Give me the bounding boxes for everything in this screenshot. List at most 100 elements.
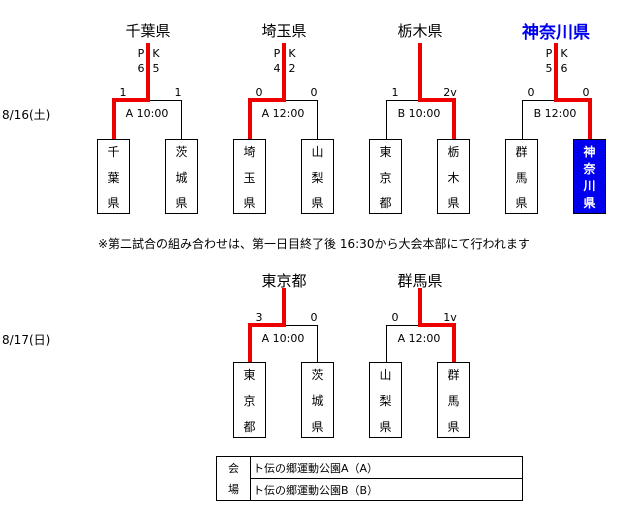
score-right: 1 — [174, 86, 182, 99]
court-time: B 10:00 — [397, 107, 441, 120]
team-box: 群 馬 県 — [437, 362, 470, 438]
bracket-line — [386, 325, 387, 362]
team-char: 都 — [243, 420, 256, 434]
day2-date: 8/17(日) — [2, 333, 51, 347]
notice-text: ※第二試合の組み合わせは、第一日目終了後 16:30から大会本部にて行われます — [98, 237, 530, 251]
winner-line — [248, 323, 252, 362]
winner-line — [248, 98, 252, 139]
bracket-line — [386, 100, 418, 101]
score-left: 0 — [255, 86, 263, 99]
team-char: 県 — [243, 196, 256, 210]
team-box: 東 京 都 — [369, 139, 402, 214]
score-left: 0 — [527, 86, 535, 99]
winner-line — [452, 98, 456, 139]
winner-line — [588, 98, 592, 139]
winner-line — [112, 98, 116, 139]
winner-line — [554, 98, 592, 102]
pk-score-left: 4 — [273, 62, 281, 75]
team-char: 茨 — [175, 145, 188, 159]
score-right: 0 — [582, 86, 590, 99]
venue-cell: ト伝の郷運動公園A（A） — [250, 456, 523, 479]
venue-label-top: 会 — [216, 456, 251, 479]
team-box: 山 梨 県 — [301, 139, 334, 214]
bracket-line — [317, 325, 318, 362]
table-row: 場 ト伝の郷運動公園B（B） — [216, 478, 523, 501]
court-time: A 10:00 — [261, 332, 305, 345]
team-char: 城 — [311, 394, 324, 408]
team-char: 県 — [311, 420, 324, 434]
bracket-line — [522, 100, 523, 139]
team-char: 県 — [311, 196, 324, 210]
bracket-line — [386, 100, 387, 139]
winner-line — [146, 43, 150, 102]
team-char: 京 — [379, 170, 392, 185]
bracket-line — [181, 100, 182, 139]
winner-line — [418, 43, 422, 102]
score-left: 3 — [255, 311, 263, 324]
match-winner: 埼玉県 — [261, 22, 307, 40]
score-left: 1 — [391, 86, 399, 99]
court-time: B 12:00 — [533, 107, 577, 120]
match-winner-highlight: 神奈川県 — [522, 23, 590, 43]
pk-label-right: K — [288, 47, 296, 60]
team-box-highlight: 神 奈 川 県 — [573, 139, 606, 214]
team-box: 東 京 都 — [233, 362, 266, 438]
team-box: 埼 玉 県 — [233, 139, 266, 214]
court-time: A 12:00 — [261, 107, 305, 120]
team-char: 山 — [311, 145, 324, 159]
pk-label-left: P — [273, 47, 281, 60]
team-box: 栃 木 県 — [437, 139, 470, 214]
winner-line — [554, 43, 558, 102]
pk-score-left: 5 — [545, 62, 553, 75]
team-char: 山 — [379, 368, 392, 382]
pk-score-right: 2 — [288, 62, 296, 75]
winner-line — [282, 288, 286, 327]
team-char: 梨 — [379, 394, 392, 408]
bracket-line — [286, 325, 318, 326]
team-char: 県 — [447, 196, 460, 210]
winner-line — [452, 323, 456, 362]
venue-label-bottom: 場 — [216, 478, 251, 501]
team-box: 千 葉 県 — [97, 139, 130, 214]
match-winner: 群馬県 — [397, 272, 443, 290]
score-right: 0 — [310, 311, 318, 324]
court-time: A 12:00 — [397, 332, 441, 345]
pk-score-right: 5 — [152, 62, 160, 75]
team-char: 梨 — [311, 170, 324, 185]
score-right: 1v — [443, 311, 457, 324]
team-char: 県 — [107, 196, 120, 210]
winner-line — [418, 323, 456, 327]
team-char: 川 — [583, 179, 596, 193]
team-box: 茨 城 県 — [165, 139, 198, 214]
match-winner: 千葉県 — [125, 22, 171, 40]
winner-line — [282, 43, 286, 102]
pk-score-left: 6 — [137, 62, 145, 75]
team-char: 京 — [243, 394, 256, 408]
winner-line — [112, 98, 150, 102]
team-char: 木 — [447, 170, 460, 185]
score-left: 1 — [119, 86, 127, 99]
team-char: 茨 — [311, 368, 324, 382]
team-char: 県 — [447, 420, 460, 434]
bracket-line — [150, 100, 182, 101]
team-char: 県 — [515, 196, 528, 210]
bracket-line — [386, 325, 418, 326]
winner-line — [418, 98, 456, 102]
team-char: 県 — [583, 196, 596, 210]
team-char: 都 — [379, 196, 392, 210]
team-char: 東 — [379, 145, 392, 159]
venue-cell: ト伝の郷運動公園B（B） — [250, 478, 523, 501]
bracket-line — [286, 100, 318, 101]
score-right: 2v — [443, 86, 457, 99]
team-box: 群 馬 県 — [505, 139, 538, 214]
bracket-line — [522, 100, 554, 101]
pk-label-right: K — [560, 47, 568, 60]
team-char: 奈 — [583, 162, 596, 176]
pk-label-left: P — [545, 47, 553, 60]
team-char: 県 — [379, 420, 392, 434]
team-box: 茨 城 県 — [301, 362, 334, 438]
team-char: 東 — [243, 368, 256, 382]
team-char: 馬 — [515, 170, 528, 185]
venue-table: 会 ト伝の郷運動公園A（A） 場 ト伝の郷運動公園B（B） — [216, 456, 523, 501]
team-char: 玉 — [243, 170, 256, 185]
